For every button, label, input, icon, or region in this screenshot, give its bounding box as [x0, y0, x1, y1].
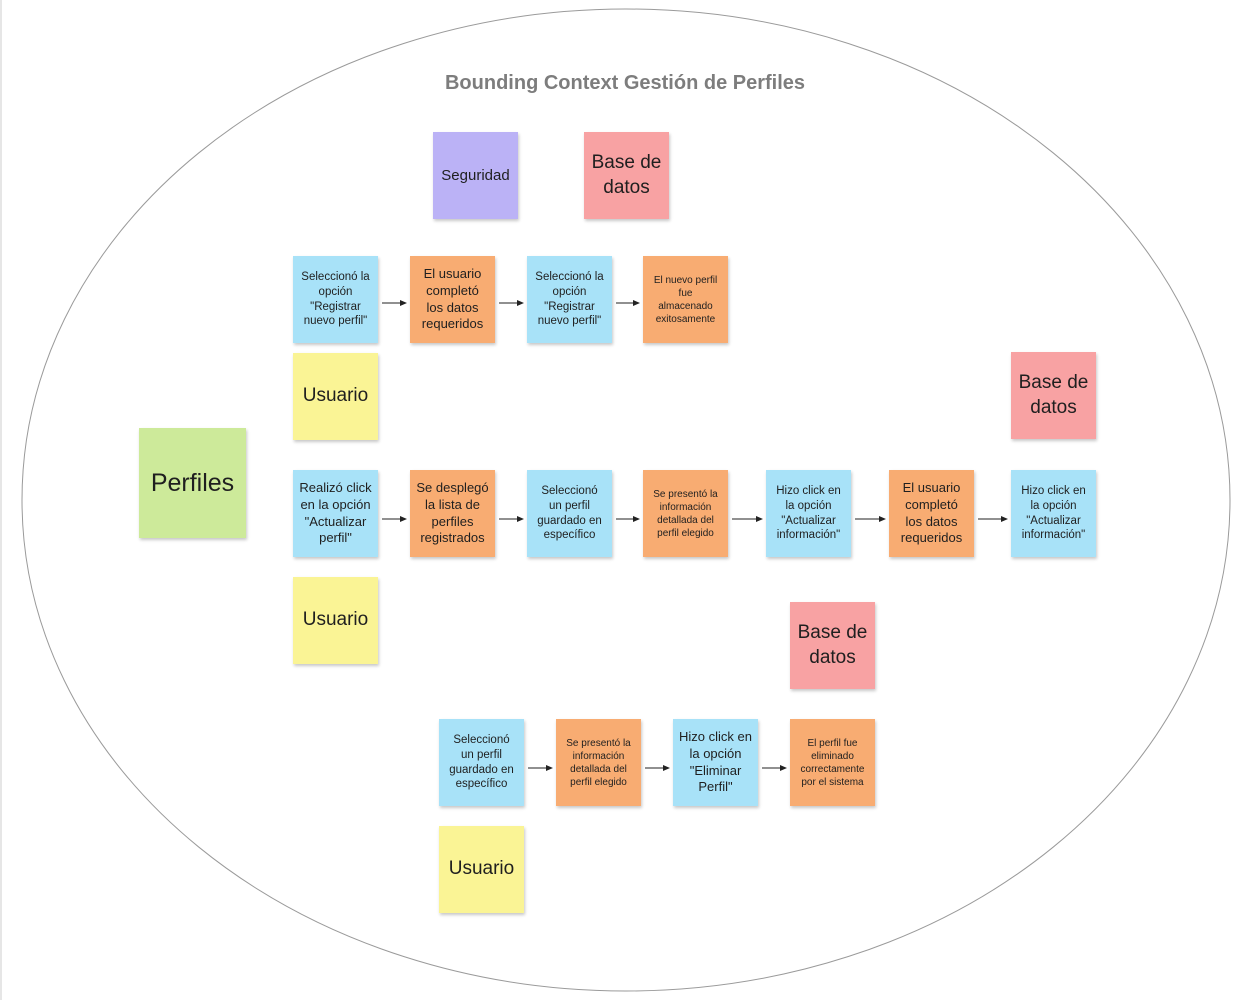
seguridad-note[interactable]: Seguridad	[433, 132, 518, 219]
perfiles-aggregate-note[interactable]: Perfiles	[139, 428, 246, 538]
note-text: Realizó click en la opción "Actualizar p…	[299, 479, 372, 546]
base-de-datos-label: Base de datos	[1018, 371, 1089, 418]
usuario-note-1[interactable]: Usuario	[293, 353, 378, 440]
seguridad-label: Seguridad	[441, 166, 510, 184]
note-text: Hizo click en la opción "Actualizar info…	[1021, 484, 1086, 542]
note-text: El perfil fue eliminado correctamente po…	[800, 737, 865, 788]
perfiles-label: Perfiles	[150, 468, 235, 497]
note-text: El usuario completó los datos requeridos	[421, 265, 484, 332]
base-de-datos-label: Base de datos	[591, 151, 662, 198]
note-text: Seleccionó un perfil guardado en específ…	[449, 733, 514, 791]
event-seleciono-registrar-2[interactable]: Seleccionó la opción "Registrar nuevo pe…	[527, 256, 612, 343]
note-text: Se presentó la información detallada del…	[566, 737, 631, 788]
event-click-eliminar-perfil[interactable]: Hizo click en la opción "Eliminar Perfil…	[673, 719, 758, 806]
event-usuario-completo-datos-1[interactable]: El usuario completó los datos requeridos	[410, 256, 495, 343]
context-boundary	[21, 8, 1231, 992]
event-informacion-detallada-1[interactable]: Se presentó la información detallada del…	[643, 470, 728, 557]
event-selecciono-perfil-1[interactable]: Seleccionó un perfil guardado en específ…	[527, 470, 612, 557]
event-selecciono-perfil-2[interactable]: Seleccionó un perfil guardado en específ…	[439, 719, 524, 806]
event-usuario-completo-datos-2[interactable]: El usuario completó los datos requeridos	[889, 470, 974, 557]
left-edge-line	[0, 0, 2, 1000]
event-lista-perfiles[interactable]: Se desplegó la lista de perfiles registr…	[410, 470, 495, 557]
base-de-datos-label: Base de datos	[797, 621, 868, 668]
usuario-label: Usuario	[302, 609, 369, 631]
event-seleciono-registrar-1[interactable]: Seleccionó la opción "Registrar nuevo pe…	[293, 256, 378, 343]
usuario-note-3[interactable]: Usuario	[439, 826, 524, 913]
usuario-label: Usuario	[302, 385, 369, 407]
note-text: Seleccionó la opción "Registrar nuevo pe…	[535, 270, 604, 328]
note-text: Hizo click en la opción "Eliminar Perfil…	[679, 728, 752, 795]
note-text: Se desplegó la lista de perfiles registr…	[416, 479, 489, 546]
event-click-actualizar-info-2[interactable]: Hizo click en la opción "Actualizar info…	[1011, 470, 1096, 557]
base-de-datos-note-bottom[interactable]: Base de datos	[790, 602, 875, 689]
usuario-label: Usuario	[448, 858, 515, 880]
event-informacion-detallada-2[interactable]: Se presentó la información detallada del…	[556, 719, 641, 806]
base-de-datos-note-right[interactable]: Base de datos	[1011, 352, 1096, 439]
event-click-actualizar-perfil[interactable]: Realizó click en la opción "Actualizar p…	[293, 470, 378, 557]
note-text: El usuario completó los datos requeridos	[900, 479, 963, 546]
note-text: Hizo click en la opción "Actualizar info…	[776, 484, 841, 542]
note-text: Seleccionó un perfil guardado en específ…	[537, 484, 602, 542]
event-perfil-almacenado[interactable]: El nuevo perfil fue almacenado exitosame…	[643, 256, 728, 343]
base-de-datos-note-top[interactable]: Base de datos	[584, 132, 669, 219]
note-text: El nuevo perfil fue almacenado exitosame…	[653, 274, 718, 325]
note-text: Seleccionó la opción "Registrar nuevo pe…	[301, 270, 370, 328]
usuario-note-2[interactable]: Usuario	[293, 577, 378, 664]
context-title: Bounding Context Gestión de Perfiles	[444, 72, 806, 94]
event-perfil-eliminado[interactable]: El perfil fue eliminado correctamente po…	[790, 719, 875, 806]
event-click-actualizar-info-1[interactable]: Hizo click en la opción "Actualizar info…	[766, 470, 851, 557]
note-text: Se presentó la información detallada del…	[653, 488, 718, 539]
